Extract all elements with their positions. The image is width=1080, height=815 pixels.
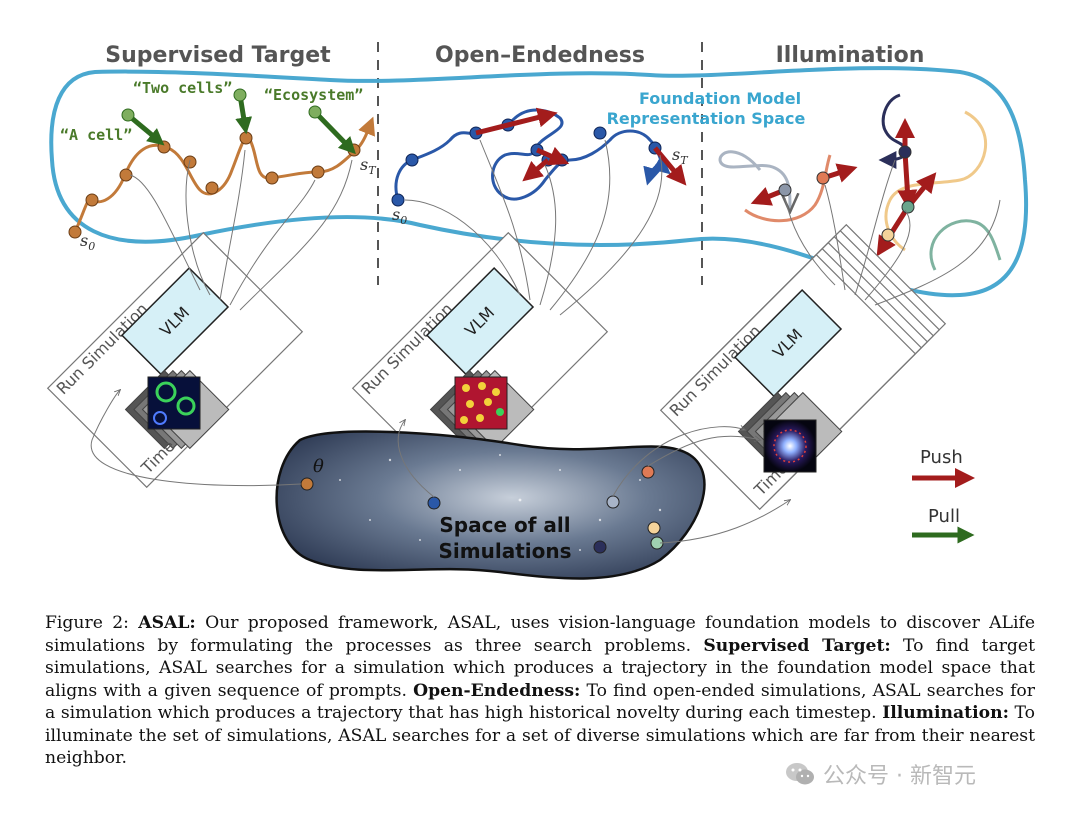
sT-label-supervised: sT <box>360 155 377 177</box>
fm-space-label-line1: Foundation Model <box>639 89 801 108</box>
prompt-point-ecosystem <box>308 105 322 119</box>
push-arrows-open-ended <box>475 107 687 186</box>
open-ended-point <box>427 496 441 510</box>
simulation-frame-supervised <box>147 376 201 430</box>
trajectory-point <box>391 193 405 207</box>
simulation-space-points <box>300 465 664 554</box>
simulation-space-label-line1: Space of all <box>439 513 570 537</box>
legend: Push Pull <box>912 447 975 544</box>
trajectory-point <box>311 165 325 179</box>
legend-push-label: Push <box>920 447 963 468</box>
watermark: 公众号 · 新智元 <box>785 757 1055 791</box>
illumination-trajectories <box>718 93 1002 271</box>
prompt-point-two-cells <box>233 88 247 102</box>
theta-point <box>300 477 314 491</box>
illumination-point <box>898 145 912 159</box>
illumination-param-point <box>641 465 655 479</box>
illumination-trajectory <box>884 110 987 252</box>
connector-curves <box>90 139 1001 544</box>
caption-figure-label: Figure 2: <box>45 613 129 633</box>
supervised-trajectory-points <box>68 131 361 239</box>
title-illumination: Illumination <box>776 43 925 68</box>
push-arrow <box>897 151 918 210</box>
asal-framework-diagram: Supervised Target Open–Endedness Illumin… <box>46 42 1029 580</box>
trajectory-point <box>205 181 219 195</box>
trajectory-point <box>157 140 171 154</box>
illumination-trajectory <box>718 150 790 210</box>
prompt-a-cell: “A cell” <box>60 126 132 144</box>
illumination-param-point <box>606 495 620 509</box>
caption-open-endedness: Open-Endedness: <box>413 680 581 701</box>
trajectory-point <box>119 168 133 182</box>
trajectory-point <box>85 193 99 207</box>
push-arrow <box>536 146 570 166</box>
title-open-endedness: Open–Endedness <box>435 43 645 68</box>
supervised-trajectory-line <box>73 116 376 233</box>
legend-pull-label: Pull <box>928 506 960 527</box>
illumination-point <box>816 171 830 185</box>
illumination-param-point <box>647 521 661 535</box>
push-arrow <box>475 107 558 136</box>
prompt-ecosystem: “Ecosystem” <box>264 86 363 104</box>
trajectory-point <box>68 225 82 239</box>
trajectory-point <box>593 126 607 140</box>
prompt-point-a-cell <box>121 108 135 122</box>
vlm-box <box>733 289 843 398</box>
simulation-box-supervised: Run Simulation VLM Time <box>46 231 304 489</box>
caption-supervised-target: Supervised Target: <box>703 635 891 656</box>
vlm-box <box>425 267 535 376</box>
figure-caption: Figure 2: ASAL: Our proposed framework, … <box>45 612 1035 770</box>
push-arrow <box>653 146 687 186</box>
pull-arrows <box>121 88 356 155</box>
push-arrow <box>522 158 550 182</box>
caption-asal: ASAL: <box>138 613 196 633</box>
sT-label-open: sT <box>672 145 689 167</box>
open-ended-trajectory-tail <box>643 159 662 186</box>
vlm-box <box>120 267 230 376</box>
fm-space-label-line2: Representation Space <box>607 109 806 128</box>
caption-text-3: To find open-ended simulations, ASAL sea… <box>45 680 1035 724</box>
illumination-point <box>901 200 915 214</box>
illumination-trajectory <box>878 93 907 169</box>
watermark-text: 公众号 · 新智元 <box>823 764 976 789</box>
caption-text-4: To illuminate the set of simulations, AS… <box>45 703 1035 768</box>
theta-label: θ <box>313 456 324 477</box>
illumination-points <box>778 145 915 242</box>
pull-arrow-a-cell <box>126 113 165 146</box>
foundation-model-space-outline <box>49 66 1029 298</box>
simulation-frame-illumination <box>763 419 817 473</box>
caption-text-2: To find target simulations, ASAL searche… <box>45 635 1036 701</box>
pull-arrow-ecosystem <box>313 110 356 155</box>
illumination-param-point <box>593 540 607 554</box>
caption-illumination: Illumination: <box>882 703 1009 723</box>
stars <box>339 454 662 551</box>
wechat-icon <box>786 763 814 785</box>
illumination-point <box>881 228 895 242</box>
open-ended-trajectory-line <box>394 108 671 201</box>
s0-label-open: s0 <box>392 205 407 227</box>
simulation-space-label-line2: Simulations <box>439 539 572 563</box>
illumination-point <box>778 183 792 197</box>
caption-text-1: Our proposed framework, ASAL, uses visio… <box>45 613 1035 656</box>
simulation-frame-open-ended <box>454 376 508 430</box>
illumination-trajectory <box>929 219 1002 271</box>
trajectory-point <box>239 131 253 145</box>
title-supervised-target: Supervised Target <box>105 43 331 68</box>
prompt-two-cells: “Two cells” <box>133 79 232 97</box>
trajectory-point <box>405 153 419 167</box>
trajectory-point <box>265 171 279 185</box>
illumination-trajectory <box>744 154 832 223</box>
s0-label-supervised: s0 <box>80 231 95 253</box>
